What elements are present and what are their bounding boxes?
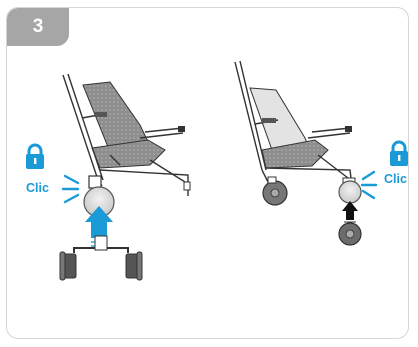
right-bar-clip bbox=[262, 118, 276, 123]
left-bar-clip bbox=[95, 112, 107, 117]
right-armrest-end bbox=[345, 126, 352, 132]
right-click-lines bbox=[362, 172, 376, 198]
padlock-icon bbox=[26, 145, 44, 169]
right-front-wheel-socket bbox=[339, 181, 361, 203]
right-stroller bbox=[235, 61, 376, 245]
left-rear-foot bbox=[184, 182, 190, 190]
left-click-lines bbox=[63, 176, 78, 202]
left-armrest-end bbox=[178, 126, 185, 132]
left-wheel-mount bbox=[89, 176, 101, 188]
black-up-arrow-icon bbox=[342, 201, 358, 220]
left-clic-label: Clic bbox=[26, 181, 49, 195]
left-wheel-assembly bbox=[60, 236, 142, 280]
padlock-icon bbox=[390, 142, 408, 166]
right-clic-label: Clic bbox=[384, 172, 407, 186]
left-seat bbox=[92, 140, 165, 168]
left-stroller bbox=[60, 74, 190, 280]
